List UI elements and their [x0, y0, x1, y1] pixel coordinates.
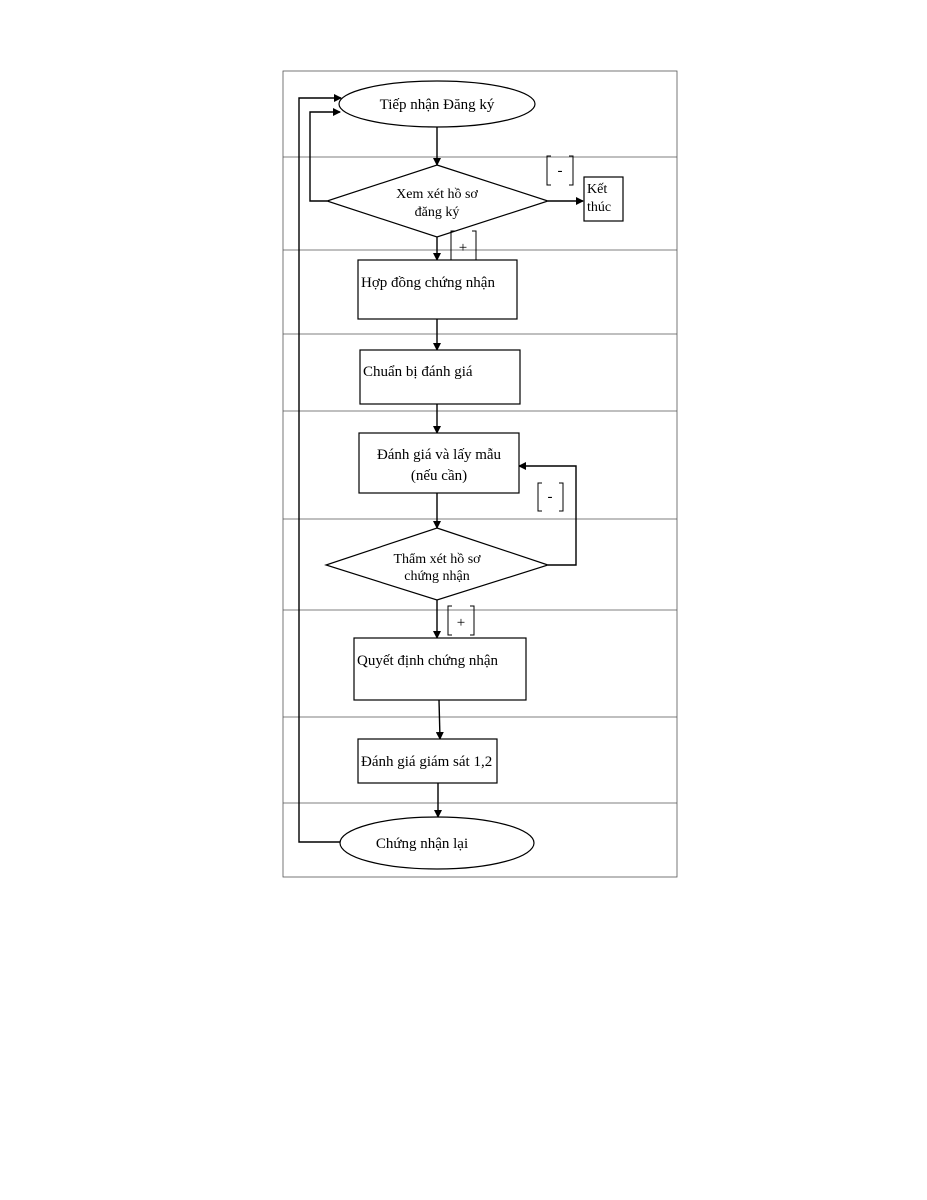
surveillance-box [357, 738, 498, 784]
accept-bracket-right [472, 230, 477, 261]
decision-label: Quyết định chứng nhận [357, 653, 499, 669]
prepare-box [359, 349, 521, 405]
contract-box [357, 259, 518, 320]
reject-bracket-right [569, 155, 574, 186]
arrow-review-back-to-start [309, 108, 341, 202]
arrow-decision-to-surveillance [435, 699, 444, 740]
assess-label-line2: (nếu cần) [411, 468, 467, 484]
appraise-decision-diamond [324, 527, 550, 601]
appraise-accept-label: + [457, 615, 465, 631]
end-label-line2: thúc [587, 200, 611, 215]
start-ellipse [338, 80, 536, 128]
decision-box [353, 637, 527, 701]
assess-box [358, 432, 520, 494]
end-label-line1: Kết [587, 182, 607, 197]
recert-label: Chứng nhận lại [376, 836, 468, 852]
review-label-line1: Xem xét hồ sơ [396, 187, 478, 202]
appraise-label-line2: chứng nhận [404, 569, 470, 584]
surveillance-label: Đánh giá giám sát 1,2 [361, 754, 492, 770]
arrow-recert-loop-to-start [298, 94, 342, 843]
appraise-label-line1: Thẩm xét hồ sơ [393, 552, 481, 567]
recert-ellipse [339, 816, 535, 870]
reject-bracket-left [546, 155, 551, 186]
contract-label: Hợp đồng chứng nhận [361, 275, 495, 291]
appraise-accept-bracket-left [447, 605, 452, 636]
prepare-label: Chuẩn bị đánh giá [363, 364, 473, 380]
accept-label: + [459, 240, 467, 256]
reject-label: - [558, 163, 563, 179]
appraise-accept-bracket-right [470, 605, 475, 636]
end-box [583, 176, 624, 222]
appraise-reject-label: - [548, 489, 553, 505]
arrow-appraise-back-to-assess [518, 462, 577, 566]
appraise-reject-bracket-right [559, 482, 564, 512]
review-label-line2: đăng ký [415, 205, 460, 220]
start-label: Tiếp nhận Đăng ký [380, 97, 495, 113]
accept-bracket-left [450, 230, 455, 261]
assess-label-line1: Đánh giá và lấy mẫu [377, 447, 502, 463]
diagram-frame [282, 70, 678, 878]
appraise-reject-bracket-left [537, 482, 542, 512]
review-decision-diamond [325, 164, 550, 238]
